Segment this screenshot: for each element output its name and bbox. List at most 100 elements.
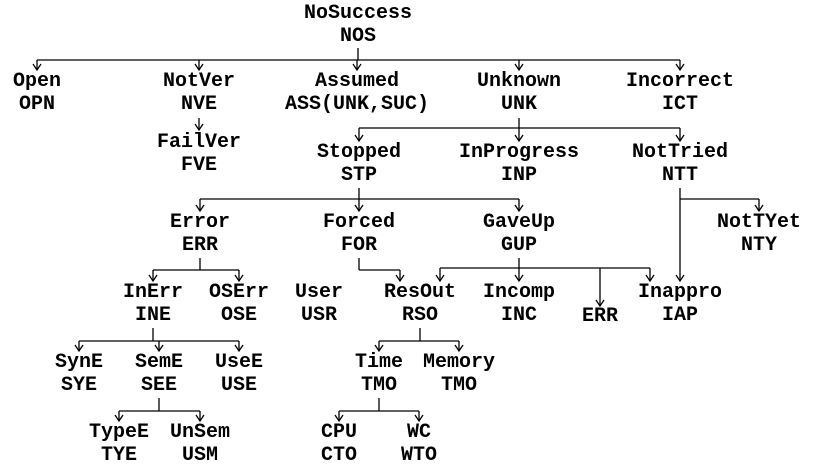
node-name: Stopped bbox=[316, 141, 402, 164]
node-name: GaveUp bbox=[482, 211, 556, 234]
node-code: ERR bbox=[181, 234, 219, 257]
arrowhead bbox=[514, 63, 524, 72]
node-code: USM bbox=[181, 444, 219, 467]
node-name: SynE bbox=[54, 351, 104, 374]
arrowhead bbox=[645, 274, 655, 283]
arrowhead bbox=[435, 274, 445, 283]
arrowhead bbox=[234, 274, 244, 283]
node-name: NotVer bbox=[162, 70, 236, 93]
node-name: Error bbox=[169, 211, 231, 234]
node-code: NTY bbox=[740, 234, 778, 257]
node-name: Forced bbox=[322, 211, 396, 234]
arrowhead bbox=[754, 204, 764, 213]
node-name: NoSuccess bbox=[303, 2, 413, 25]
node-name: NotTYet bbox=[716, 211, 802, 234]
node-code: INE bbox=[134, 304, 172, 327]
node-name: InProgress bbox=[458, 141, 580, 164]
arrowhead bbox=[414, 414, 424, 423]
arrowhead bbox=[675, 134, 685, 143]
node-name: SemE bbox=[134, 351, 184, 374]
node-name: Assumed bbox=[314, 70, 399, 93]
node-err-ref: ERR bbox=[582, 305, 618, 328]
node-name: NotTried bbox=[631, 141, 729, 164]
arrowhead bbox=[454, 344, 464, 353]
arrowhead bbox=[194, 63, 204, 72]
node-name: WC bbox=[406, 421, 432, 444]
node-code: ICT bbox=[661, 93, 698, 116]
node-code: CTO bbox=[320, 444, 358, 467]
node-code: SEE bbox=[140, 374, 178, 397]
node-name: FailVer bbox=[156, 131, 242, 154]
node-name: CPU bbox=[320, 421, 358, 444]
node-code: NOS bbox=[339, 25, 376, 48]
node-code: INC bbox=[500, 304, 538, 327]
arrowhead bbox=[675, 63, 685, 72]
node-code: ASS(UNK,SUC) bbox=[284, 93, 430, 116]
node-code: TMO bbox=[360, 374, 398, 397]
arrowhead bbox=[675, 274, 685, 283]
arrowhead bbox=[194, 123, 204, 132]
arrowhead bbox=[514, 204, 524, 213]
node-code: USR bbox=[300, 304, 338, 327]
arrowhead bbox=[234, 344, 244, 353]
node-code: FOR bbox=[340, 234, 378, 257]
arrowhead bbox=[334, 414, 344, 423]
node-name: ResOut bbox=[383, 281, 457, 304]
node-code: USE bbox=[220, 374, 258, 397]
arrowhead bbox=[395, 274, 405, 283]
arrowhead bbox=[514, 274, 524, 283]
node-code: FVE bbox=[180, 154, 218, 177]
arrowhead bbox=[595, 299, 605, 308]
node-code: STP bbox=[340, 164, 378, 187]
node-name: TypeE bbox=[88, 421, 150, 444]
node-code: ERR bbox=[581, 305, 619, 328]
node-name: Incomp bbox=[482, 281, 556, 304]
node-name: Inappro bbox=[637, 281, 723, 304]
node-code: SYE bbox=[60, 374, 98, 397]
arrowhead bbox=[32, 63, 42, 72]
arrowhead bbox=[154, 344, 164, 353]
node-code: INP bbox=[500, 164, 537, 187]
node-code: RSO bbox=[401, 304, 439, 327]
node-name: Incorrect bbox=[625, 70, 735, 93]
arrowhead bbox=[114, 414, 124, 423]
node-name: InErr bbox=[122, 281, 184, 304]
node-code: UNK bbox=[500, 93, 538, 116]
node-name: Unknown bbox=[476, 70, 562, 93]
node-name: UseE bbox=[214, 351, 264, 374]
arrowhead bbox=[354, 134, 364, 143]
node-code: WTO bbox=[400, 444, 438, 467]
arrowhead bbox=[74, 344, 84, 353]
arrowhead bbox=[354, 204, 364, 213]
node-name: Time bbox=[354, 351, 404, 374]
arrowhead bbox=[195, 204, 205, 213]
arrowhead bbox=[374, 344, 384, 353]
